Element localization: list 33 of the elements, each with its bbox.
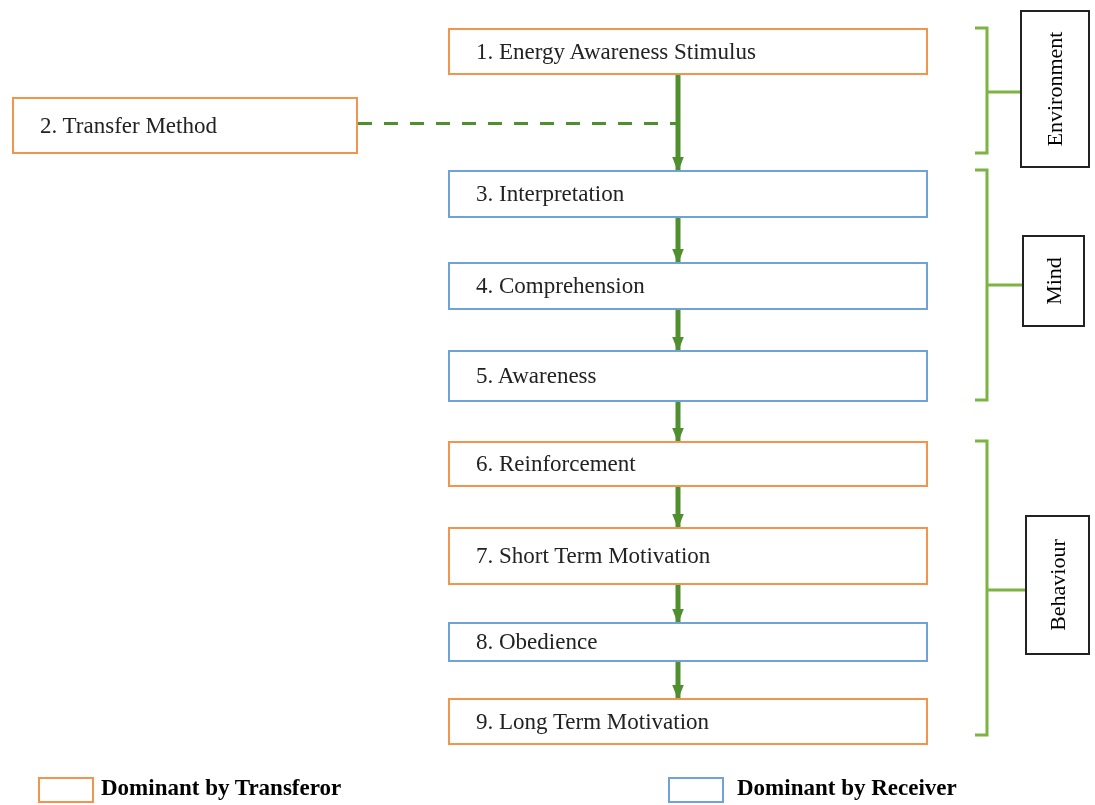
process-box xyxy=(12,97,358,154)
process-box xyxy=(448,262,928,310)
arrow xyxy=(672,402,684,443)
arrow xyxy=(672,75,684,172)
legend-label: Dominant by Receiver xyxy=(737,775,957,801)
arrow xyxy=(672,310,684,352)
arrow xyxy=(672,585,684,624)
process-box xyxy=(448,527,928,585)
label-box xyxy=(1022,235,1085,327)
process-box xyxy=(448,698,928,745)
box-label: 1. Energy Awareness Stimulus xyxy=(476,38,756,65)
process-box xyxy=(448,28,928,75)
box-label: 7. Short Term Motivation xyxy=(476,543,711,569)
box-label: 2. Transfer Method xyxy=(40,112,217,139)
label-box xyxy=(1025,515,1090,655)
box-label: Behaviour xyxy=(1044,539,1071,631)
process-box xyxy=(448,441,928,487)
box-label: Environment xyxy=(1042,31,1068,147)
box-label: Mind xyxy=(1040,257,1067,305)
process-box xyxy=(448,170,928,218)
process-box xyxy=(448,622,928,662)
box-label: 4. Comprehension xyxy=(476,273,645,299)
process-box xyxy=(448,350,928,402)
legend-label: Dominant by Transferor xyxy=(101,775,342,801)
box-label: 8. Obedience xyxy=(476,629,598,655)
label-box xyxy=(1020,10,1090,168)
box-label: 6. Reinforcement xyxy=(476,451,636,477)
arrow xyxy=(672,487,684,529)
arrow xyxy=(672,662,684,700)
arrow xyxy=(672,218,684,264)
box-label: 5. Awareness xyxy=(476,363,597,389)
box-label: 3. Interpretation xyxy=(476,181,625,207)
box-label: 9. Long Term Motivation xyxy=(476,708,710,735)
